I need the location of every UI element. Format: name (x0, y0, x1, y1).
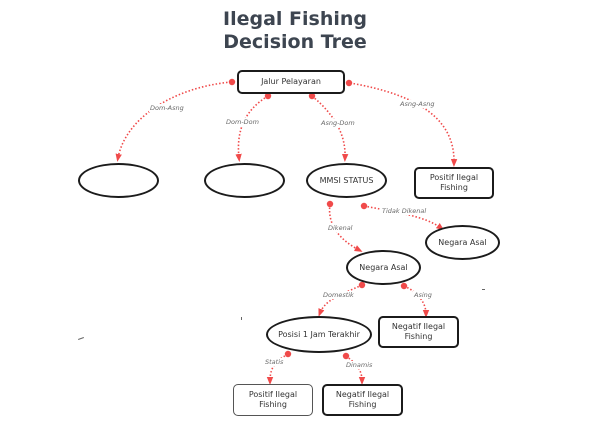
node-mmsi-status[interactable]: MMSI STATUS (306, 163, 387, 198)
edge-domestik (318, 284, 363, 317)
node-label-line-2: Fishing (348, 400, 377, 409)
node-positif-ilegal-fishing-bottom[interactable]: Positif Ilegal Fishing (233, 384, 313, 416)
node-label-line-1: Positif Ilegal (248, 390, 298, 399)
edge-label-asng-dom: Asng-Dom (320, 119, 356, 127)
node-label-line-1: Negatif Ilegal (391, 322, 446, 331)
edge-dom-asng (115, 81, 232, 162)
edge-asng-dom (311, 95, 349, 162)
edge-label-dom-asng: Dom-Asng (149, 104, 185, 112)
title-line-1: Ilegal Fishing (223, 8, 367, 30)
edge-label-statis: Statis (264, 358, 285, 366)
port-dot (228, 78, 236, 86)
port-dot (284, 350, 292, 358)
node-negara-asal-right[interactable]: Negara Asal (425, 225, 500, 260)
node-label-line-1: Negatif Ilegal (335, 390, 390, 399)
node-label: Posisi 1 Jam Terakhir (278, 329, 360, 339)
node-label: MMSI STATUS (319, 175, 374, 185)
port-dot (400, 282, 408, 290)
edge-label-asing: Asing (413, 291, 433, 299)
edge-label-tidak-dikenal: Tidak Dikenal (381, 207, 428, 215)
node-negatif-ilegal-fishing-mid[interactable]: Negatif Ilegal Fishing (378, 316, 459, 348)
node-label-line-2: Fishing (404, 332, 433, 341)
port-dot (342, 352, 350, 360)
port-dot (326, 200, 334, 208)
edge-label-dikenal: Dikenal (327, 224, 354, 232)
node-label-line-2: Fishing (259, 400, 287, 409)
edge-dom-dom (235, 95, 269, 162)
node-label: Negara Asal (359, 262, 408, 272)
stray-mark (241, 317, 242, 320)
node-negara-asal-center[interactable]: Negara Asal (346, 250, 421, 285)
stray-mark (482, 289, 485, 290)
port-dot (264, 92, 272, 100)
port-dot (308, 92, 316, 100)
port-dot (358, 281, 366, 289)
title-line-2: Decision Tree (223, 31, 367, 53)
node-label: Negara Asal (438, 237, 487, 247)
edge-label-dinamis: Dinamis (345, 361, 374, 369)
node-label: Jalur Pelayaran (261, 77, 321, 86)
edge-label-dom-dom: Dom-Dom (225, 118, 260, 126)
node-jalur-pelayaran[interactable]: Jalur Pelayaran (237, 70, 345, 94)
node-label-line-1: Positif Ilegal (429, 173, 479, 182)
node-posisi-1-jam-terakhir[interactable]: Posisi 1 Jam Terakhir (266, 316, 372, 353)
edge-asng-asng (349, 82, 458, 167)
node-dom-asng-empty[interactable] (78, 163, 159, 198)
port-dot (345, 79, 353, 87)
port-dot (360, 202, 368, 210)
node-label-line-2: Fishing (440, 183, 468, 192)
node-negatif-ilegal-fishing-bottom[interactable]: Negatif Ilegal Fishing (322, 384, 403, 416)
node-dom-dom-empty[interactable] (204, 163, 285, 198)
edge-label-domestik: Domestik (322, 291, 355, 299)
edge-label-asng-asng: Asng-Asng (399, 100, 436, 108)
node-positif-ilegal-fishing-top[interactable]: Positif Ilegal Fishing (414, 167, 494, 199)
edge-tidak-dikenal (363, 205, 445, 231)
diagram-title: Ilegal Fishing Decision Tree (0, 8, 590, 54)
edge-asing (403, 285, 430, 318)
